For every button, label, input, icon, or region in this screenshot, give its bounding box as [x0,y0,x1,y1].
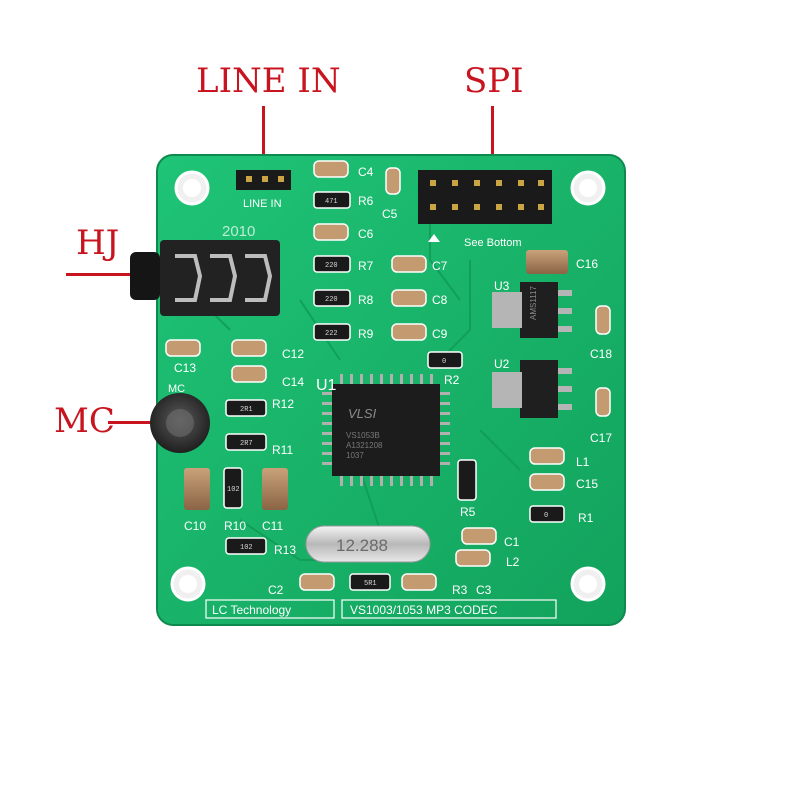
footer-right: VS1003/1053 MP3 CODEC [350,603,498,617]
chip-line3: 1037 [346,451,364,460]
label-l2: L2 [506,555,520,569]
designators: C4 R6 C5 C6 R7 C7 R8 C8 R9 C9 C12 C13 C1… [174,165,612,597]
date-code-silk: 2010 [222,223,255,240]
regulator-marking: AMS1117 [529,286,538,320]
label-c16: C16 [576,257,598,271]
callout-line-in-pointer [262,106,265,176]
footer-left: LC Technology [212,603,291,617]
line-in-silk-label: LINE IN [243,198,282,210]
label-r6: R6 [358,194,374,208]
label-c12: C12 [282,347,304,361]
code-r13: 102 [240,544,253,552]
callout-mc: MC [54,401,115,441]
code-r2: 0 [442,358,446,366]
label-r7: R7 [358,259,374,273]
label-r8: R8 [358,293,374,307]
bulk-capacitors [184,250,568,510]
label-l1: L1 [576,455,590,469]
code-r1: 0 [544,512,548,520]
code-r12: 2R1 [240,406,253,414]
label-c4: C4 [358,165,374,179]
code-r11: 2R7 [240,440,253,448]
microphone [150,393,210,453]
label-c3: C3 [476,583,492,597]
label-r1: R1 [578,511,594,525]
label-c17: C17 [590,431,612,445]
callout-spi-pointer [491,106,494,176]
code-r6: 471 [325,198,338,206]
smd-resistors [223,191,565,591]
regulator-u3 [492,282,572,338]
callout-hj-pointer [66,273,171,276]
headphone-jack [130,240,280,316]
code-r10: 102 [227,486,240,494]
chip-brand: VLSI [348,406,377,421]
chip-ref: U1 [316,377,337,394]
label-r13: R13 [274,543,296,557]
label-c11: C11 [262,519,283,533]
label-r3: R3 [452,583,468,597]
label-c8: C8 [432,293,448,307]
callout-hj: HJ [76,223,120,263]
spi-silk-note: See Bottom [464,237,521,249]
label-c13: C13 [174,361,196,375]
mic-silk-label: MC [168,383,185,395]
crystal-oscillator [305,525,431,563]
label-u3: U3 [494,279,510,293]
chip-line2: A1321208 [346,441,383,450]
smd-capacitors [165,160,611,591]
label-c9: C9 [432,327,448,341]
label-c5: C5 [382,207,398,221]
label-r11: R11 [272,443,293,457]
label-c7: C7 [432,259,448,273]
label-r10: R10 [224,519,246,533]
callout-line-in: LINE IN [196,61,341,101]
label-c1: C1 [504,535,520,549]
callout-spi: SPI [464,61,524,101]
label-c6: C6 [358,227,374,241]
code-r9: 222 [325,330,338,338]
label-r2: R2 [444,373,460,387]
label-r9: R9 [358,327,374,341]
label-r12: R12 [272,397,294,411]
label-c14: C14 [282,375,304,389]
chip-u1 [322,374,450,486]
chip-line1: VS1053B [346,431,380,440]
label-c15: C15 [576,477,598,491]
label-c10: C10 [184,519,206,533]
code-r8: 220 [325,296,338,304]
regulator-u2 [492,360,572,418]
code-r7: 220 [325,262,338,270]
label-c18: C18 [590,347,612,361]
code-r3: 5R1 [364,580,377,588]
label-r5: R5 [460,505,476,519]
callout-mc-pointer [108,421,166,424]
label-u2: U2 [494,357,510,371]
spi-header [418,170,552,224]
crystal-marking: 12.288 [336,536,388,555]
label-c2: C2 [268,583,284,597]
